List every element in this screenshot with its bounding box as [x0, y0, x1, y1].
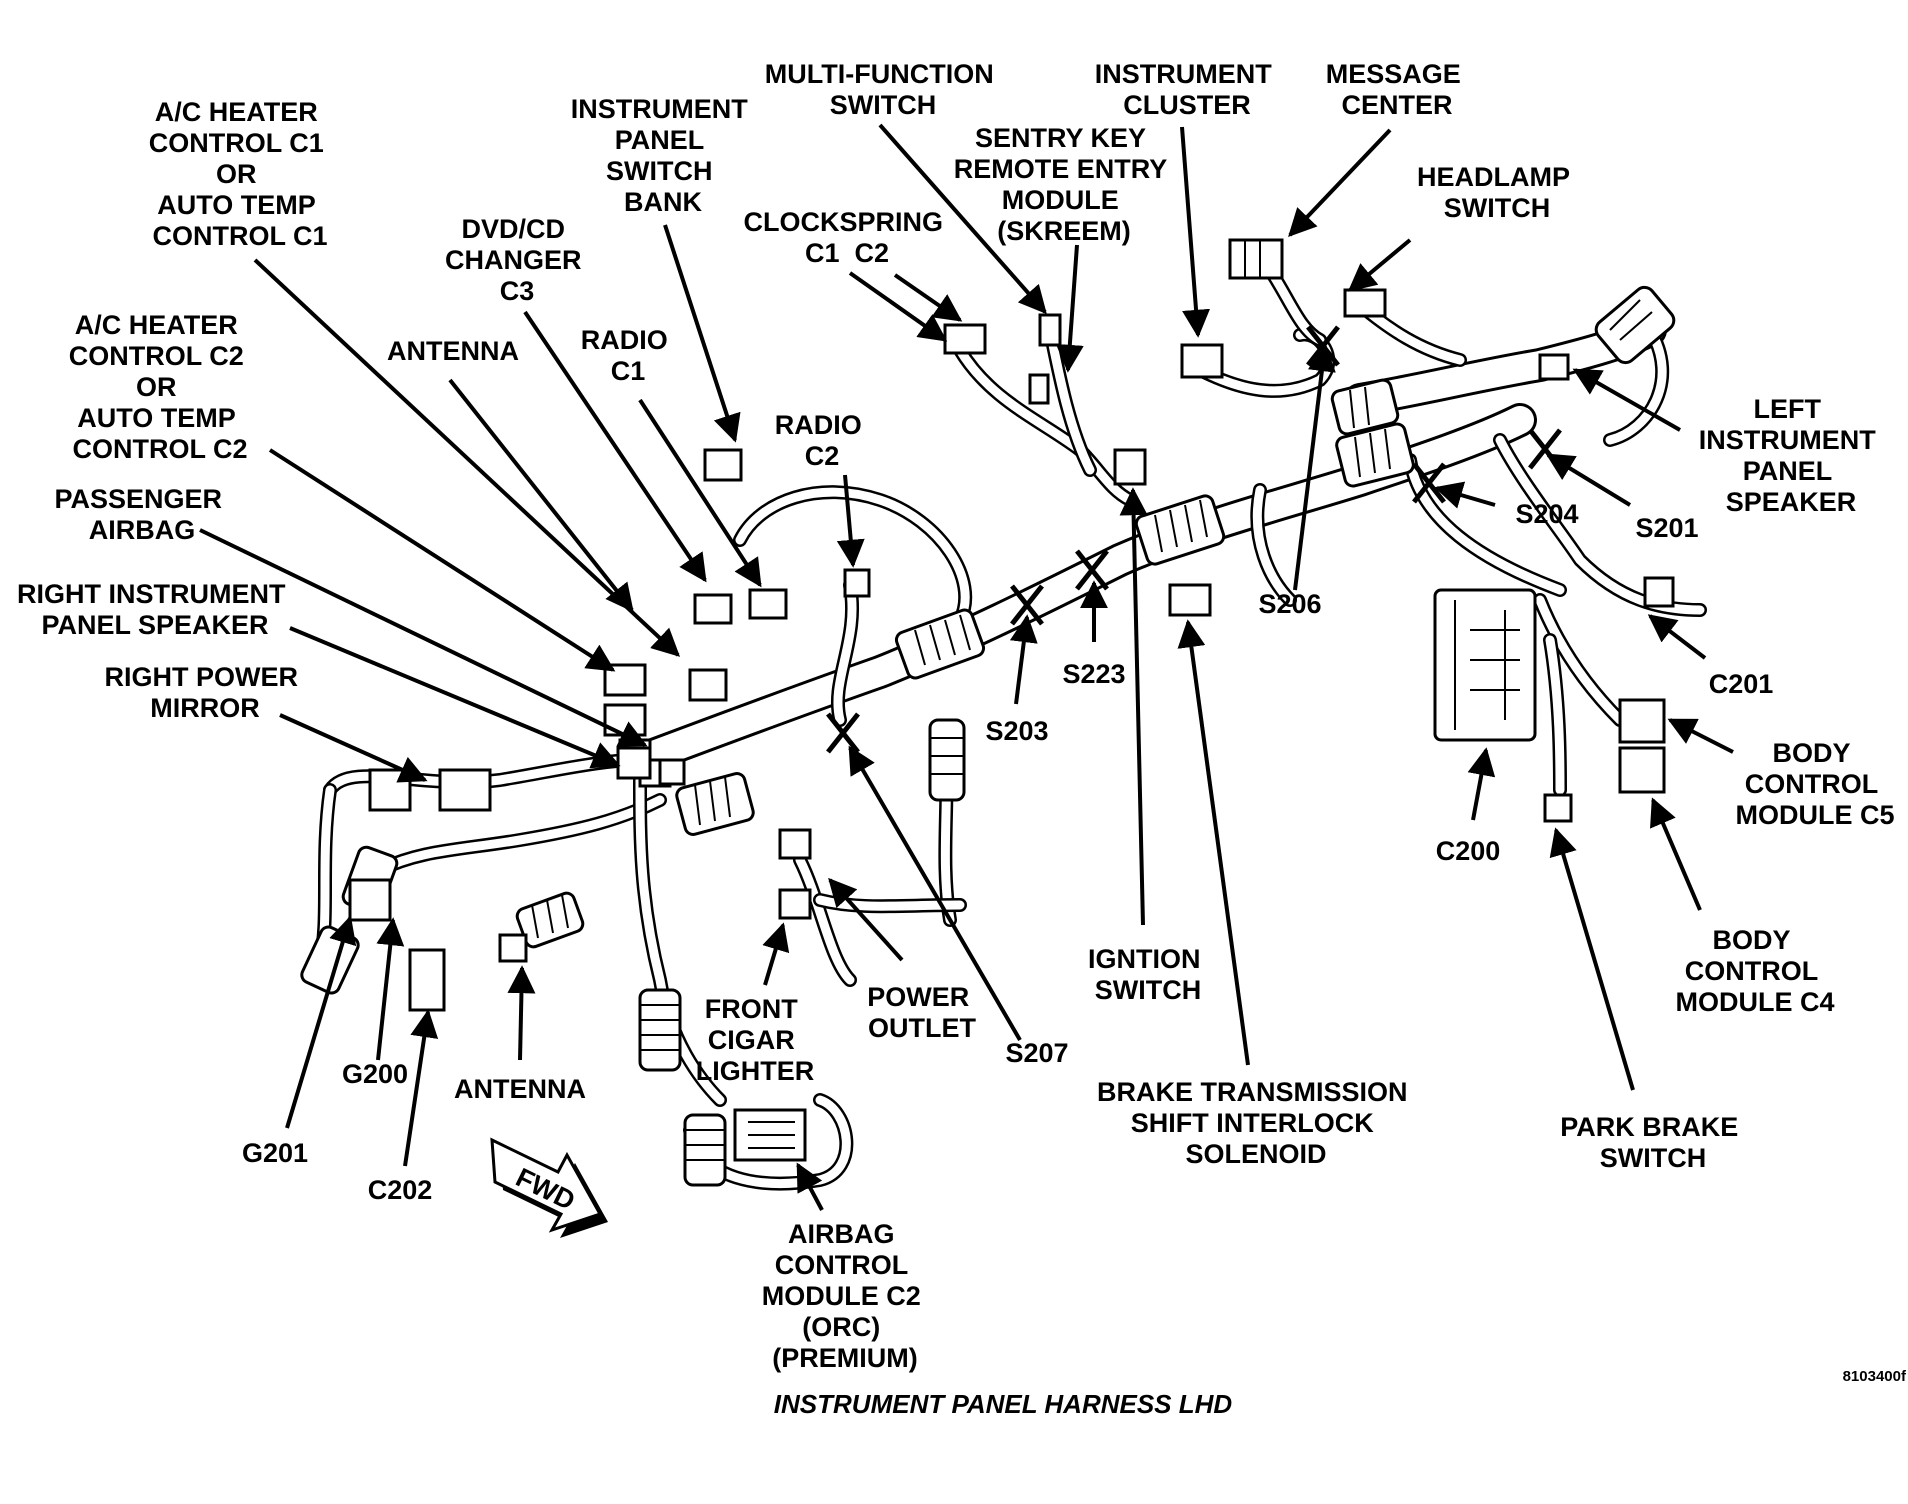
label-right-ip-speaker: RIGHT INSTRUMENT PANEL SPEAKER — [17, 579, 293, 640]
label-s207: S207 — [1005, 1038, 1068, 1068]
component-labels: A/C HEATER CONTROL C1 OR AUTO TEMP CONTR… — [17, 59, 1907, 1419]
label-skreem: SENTRY KEY REMOTE ENTRY MODULE (SKREEM) — [954, 123, 1175, 246]
label-s203: S203 — [985, 716, 1048, 746]
label-headlamp-switch: HEADLAMP SWITCH — [1417, 162, 1577, 223]
label-s206: S206 — [1258, 589, 1321, 619]
label-ac-c1: A/C HEATER CONTROL C1 OR AUTO TEMP CONTR… — [149, 97, 332, 251]
label-c200: C200 — [1436, 836, 1501, 866]
label-park-brake: PARK BRAKE SWITCH — [1560, 1112, 1746, 1173]
label-ignition: IGNTION SWITCH — [1088, 944, 1208, 1005]
label-g201: G201 — [242, 1138, 308, 1168]
label-left-ip-speaker: LEFT INSTRUMENT PANEL SPEAKER — [1699, 394, 1884, 517]
label-cigar-lighter: FRONT CIGAR LIGHTER — [696, 994, 815, 1086]
label-power-outlet: POWER OUTLET — [867, 982, 977, 1043]
label-passenger-airbag: PASSENGER AIRBAG — [54, 484, 229, 545]
label-clockspring: CLOCKSPRING C1 C2 — [743, 207, 950, 268]
label-radio-c2: RADIO C2 — [775, 410, 870, 471]
harness-artwork — [300, 238, 1707, 1191]
label-bcm-c5: BODY CONTROL MODULE C5 — [1735, 738, 1894, 830]
label-acm-c2: AIRBAG CONTROL MODULE C2 (ORC) (PREMIUM) — [762, 1219, 929, 1373]
figure-code: 8103400f — [1843, 1368, 1907, 1385]
label-btsi: BRAKE TRANSMISSION SHIFT INTERLOCK SOLEN… — [1097, 1077, 1415, 1169]
label-radio-c1: RADIO C1 — [581, 325, 676, 386]
label-ac-c2: A/C HEATER CONTROL C2 OR AUTO TEMP CONTR… — [69, 310, 252, 464]
forward-direction-arrow: FWD — [490, 1137, 608, 1238]
label-instrument-cluster: INSTRUMENT CLUSTER — [1095, 59, 1280, 120]
label-c201: C201 — [1709, 669, 1774, 699]
label-s201: S201 — [1635, 513, 1698, 543]
label-antenna-top: ANTENNA — [387, 336, 519, 366]
label-g200: G200 — [342, 1059, 408, 1089]
label-right-power-mirror: RIGHT POWER MIRROR — [104, 662, 305, 723]
label-c202: C202 — [368, 1175, 433, 1205]
label-s223: S223 — [1062, 659, 1125, 689]
label-bcm-c4: BODY CONTROL MODULE C4 — [1675, 925, 1834, 1017]
label-message-center: MESSAGE CENTER — [1326, 59, 1469, 120]
label-ip-switch-bank: INSTRUMENT PANEL SWITCH BANK — [571, 94, 756, 217]
leader-lines — [199, 123, 1734, 1211]
diagram-caption: INSTRUMENT PANEL HARNESS LHD — [774, 1389, 1233, 1419]
label-dvd-cd: DVD/CD CHANGER C3 — [445, 214, 589, 306]
label-antenna-bottom: ANTENNA — [454, 1074, 586, 1104]
label-multi-function: MULTI-FUNCTION SWITCH — [765, 59, 1001, 120]
label-s204: S204 — [1515, 499, 1578, 529]
